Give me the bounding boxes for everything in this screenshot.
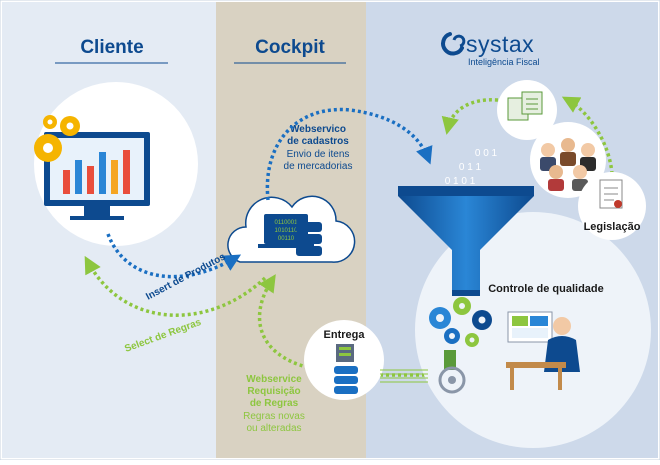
cloud-database: 0110001 1010110 00110 [227, 195, 356, 263]
cloud-binary-row-1: 0110001 [275, 220, 299, 226]
arrow-cadastros [265, 107, 433, 201]
funnel-binary: 0 0 1 0 1 1 0 1 0 1 [445, 148, 498, 187]
entrega-circle: Entrega [304, 320, 428, 400]
entrega-label: Entrega [324, 329, 366, 341]
bar-chart-icon [63, 150, 130, 194]
analyst-workstation-icon [506, 311, 580, 390]
controle-qualidade-label: Controle de qualidade [488, 283, 604, 295]
cloud-binary-row-2: 1010110 [275, 228, 299, 234]
database-icon [296, 222, 322, 256]
column-headers: Cliente Cockpit [55, 37, 346, 64]
cloud-binary-row-3: 00110 [278, 236, 295, 242]
funnel-binary-row-3: 0 1 0 1 [445, 176, 476, 187]
arrow-insert-produtos [106, 233, 242, 279]
regras-novas-line-1: Regras novas [243, 411, 305, 422]
webservice-requisicao-label: Webservice Requisição de Regras Regras n… [243, 374, 305, 434]
regras-novas-line-2: ou alteradas [246, 423, 301, 434]
arrow-legislacao-right [561, 96, 614, 187]
systax-logo-text: systax [466, 31, 534, 57]
arrow-requisicao [257, 274, 321, 372]
quality-gears-icon [429, 297, 492, 394]
entrega-database-icon [334, 366, 358, 394]
legislacao-circle: Legislação [578, 172, 646, 240]
cockpit-title: Cockpit [255, 37, 325, 58]
systax-logo-mark-icon [441, 32, 466, 56]
arrow-legislacao-top [441, 98, 499, 135]
systax-logo: systax Inteligência Fiscal [441, 31, 540, 67]
data-stream-icon [380, 369, 428, 383]
law-document-icon [599, 179, 623, 209]
requisicao-line-2: Requisição [247, 386, 300, 397]
legislacao-label: Legislação [584, 221, 641, 233]
client-circle [34, 82, 198, 246]
webservice-cadastros-label: Webservico de cadastros Envio de itens d… [284, 124, 353, 172]
gears-icon [34, 115, 80, 162]
webservice-cadastros-line-2: de cadastros [287, 136, 349, 147]
people-circle [530, 122, 606, 198]
funnel-binary-row-1: 0 0 1 [475, 148, 498, 159]
envio-itens-line-2: de mercadorias [284, 161, 353, 172]
documents-circle [497, 80, 557, 140]
funnel-icon [398, 186, 534, 296]
server-icon [336, 344, 354, 362]
cliente-title: Cliente [80, 37, 143, 58]
webservice-cadastros-line-1: Webservico [290, 124, 346, 135]
requisicao-line-3: de Regras [250, 398, 299, 409]
spreadsheet-icon [507, 91, 543, 121]
funnel-binary-row-2: 0 1 1 [459, 162, 482, 173]
requisicao-line-1: Webservice [246, 374, 302, 385]
envio-itens-line-1: Envio de itens [287, 149, 350, 160]
people-group-icon [540, 138, 596, 191]
systax-tagline: Inteligência Fiscal [468, 57, 540, 67]
